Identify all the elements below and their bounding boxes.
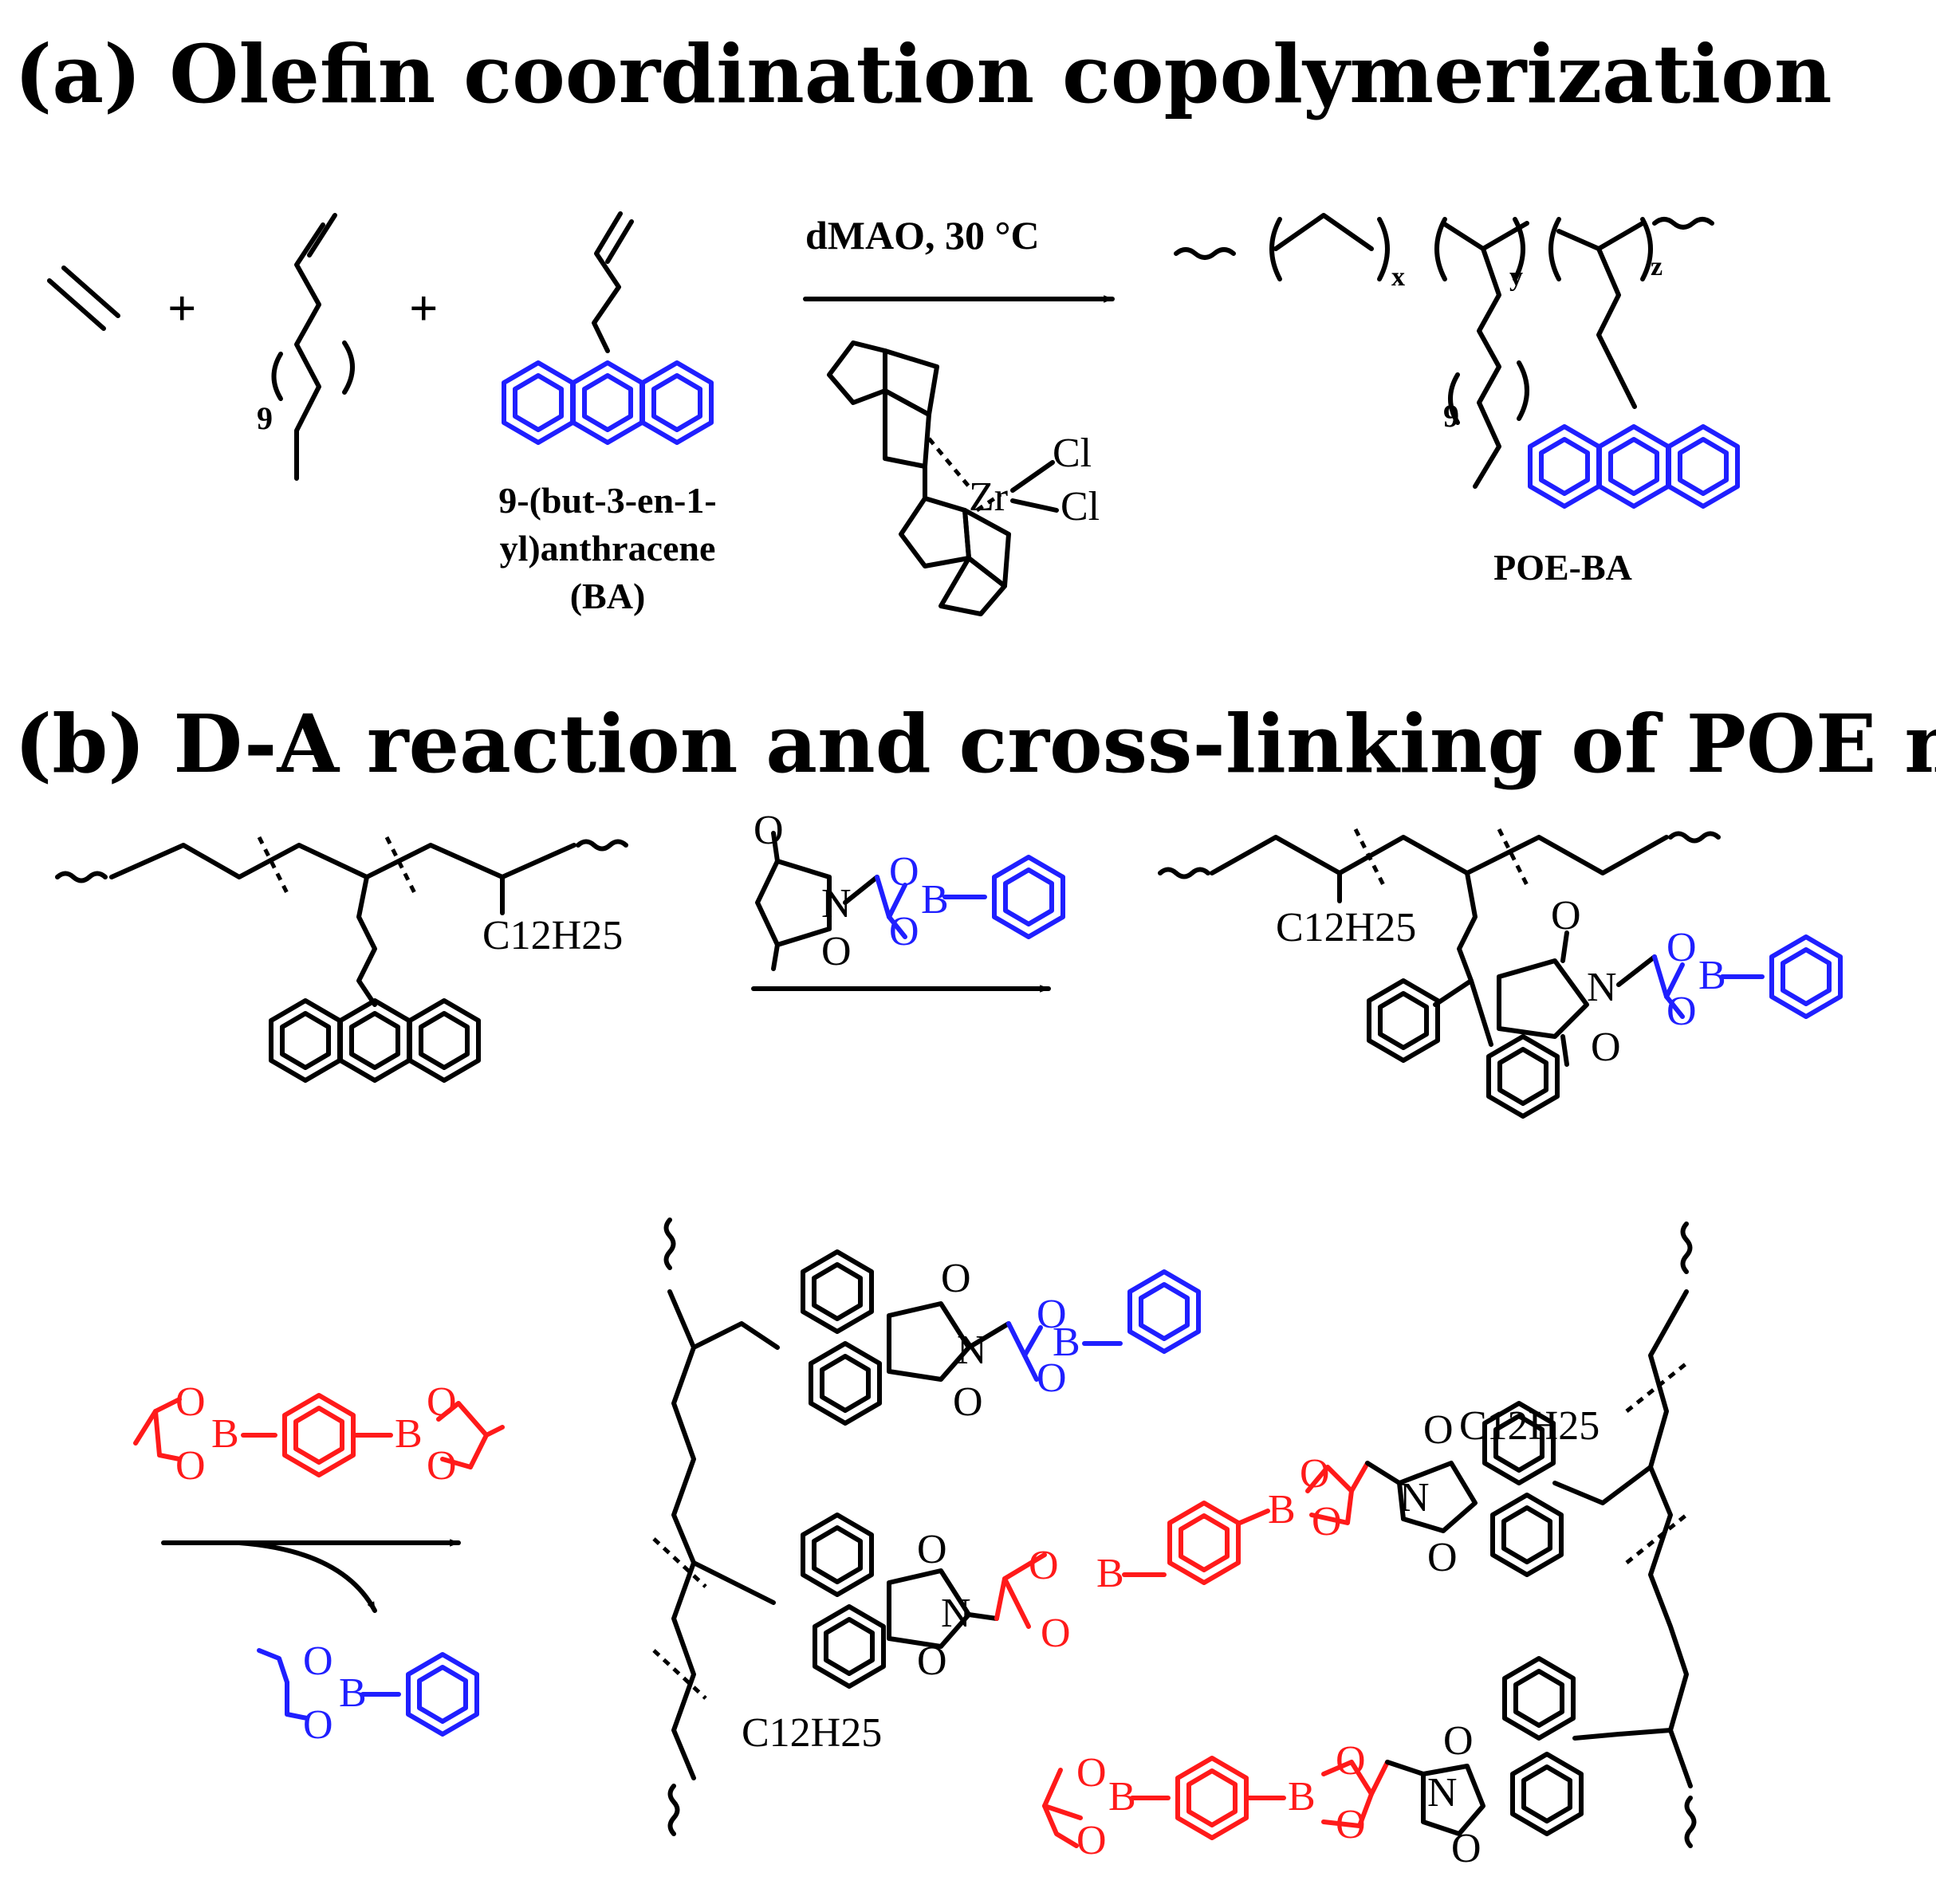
network-o-8: O xyxy=(917,1638,947,1684)
reaction-conditions: dMAO, 30 °C xyxy=(805,213,1040,258)
network-o-9: O xyxy=(1029,1543,1059,1588)
panel-a-title: (a) Olefin coordination copolymerization xyxy=(14,27,1832,121)
maleimide-boronate-reagent xyxy=(755,831,1063,971)
dodecene-monomer xyxy=(271,213,355,481)
ba-name-line2: yl)anthracene xyxy=(500,528,716,568)
reagent-n: N xyxy=(821,881,852,926)
catalyst-cl-label-1: Cl xyxy=(1053,431,1092,476)
crosslinker-b-2: B xyxy=(395,1411,423,1457)
network-o-2: O xyxy=(953,1379,983,1425)
network-n-1: N xyxy=(957,1328,987,1373)
network-o-15: O xyxy=(1336,1738,1366,1784)
network-o-3: O xyxy=(1037,1292,1067,1337)
alkyl-label-4: C12H25 xyxy=(742,1710,882,1756)
poe-ba-product xyxy=(1174,213,1737,506)
zirconocene-catalyst xyxy=(827,340,1059,616)
adduct-o-1: O xyxy=(1551,893,1581,938)
released-phenylboronate xyxy=(257,1648,477,1734)
network-o-6: O xyxy=(1427,1535,1458,1580)
panel-b-title: (b) D-A reaction and cross-linking of PO… xyxy=(14,697,1936,791)
crosslinker-o-3: O xyxy=(427,1379,457,1425)
byproduct-b: B xyxy=(339,1670,367,1716)
network-o-4: O xyxy=(1037,1355,1067,1401)
network-o-1: O xyxy=(941,1256,971,1301)
dodecene-repeat-label: 9 xyxy=(257,400,273,436)
network-o-12: O xyxy=(1312,1499,1342,1544)
ba-name-line1: 9-(but-3-en-1- xyxy=(498,480,716,521)
network-n-2: N xyxy=(1399,1475,1430,1520)
network-b-3: B xyxy=(1268,1487,1296,1532)
alkyl-label-1: C12H25 xyxy=(482,913,623,958)
poe-ba-chain xyxy=(55,836,628,1080)
network-b-1: B xyxy=(1053,1320,1080,1365)
bis-boronate-crosslinker xyxy=(133,1395,505,1475)
plus-sign-2: + xyxy=(409,280,438,336)
network-n-3: N xyxy=(941,1591,971,1636)
network-o-16: O xyxy=(1336,1802,1366,1847)
reagent-b: B xyxy=(921,877,949,922)
adduct-n: N xyxy=(1587,965,1617,1010)
network-o-7: O xyxy=(917,1527,947,1572)
network-o-11: O xyxy=(1300,1451,1330,1497)
product-name: POE-BA xyxy=(1493,547,1632,588)
crosslinker-o-1: O xyxy=(175,1379,206,1425)
da-adduct-product xyxy=(1158,828,1840,1116)
network-o-13: O xyxy=(1076,1750,1107,1796)
network-n-4: N xyxy=(1427,1770,1458,1815)
crosslinker-o-4: O xyxy=(427,1443,457,1489)
reagent-o-2: O xyxy=(821,929,852,974)
crosslinked-network xyxy=(652,1218,1697,1848)
catalyst-zr-label: Zr xyxy=(969,474,1008,520)
reagent-o-3: O xyxy=(889,849,919,895)
alkyl-label-2: C12H25 xyxy=(1276,905,1416,950)
subscript-x: x xyxy=(1391,262,1405,292)
adduct-o-3: O xyxy=(1666,925,1697,970)
crosslinker-o-2: O xyxy=(175,1443,206,1489)
network-b-4: B xyxy=(1108,1774,1136,1819)
product-repeat-label: 9 xyxy=(1443,398,1459,434)
ethylene-monomer xyxy=(47,266,120,331)
network-b-5: B xyxy=(1288,1774,1316,1819)
plus-sign-1: + xyxy=(167,280,196,336)
crosslinker-b-1: B xyxy=(211,1411,239,1457)
subscript-z: z xyxy=(1651,252,1663,281)
alkyl-label-3: C12H25 xyxy=(1459,1403,1600,1449)
network-o-5: O xyxy=(1423,1407,1454,1453)
ba-monomer xyxy=(504,211,711,443)
subscript-y: y xyxy=(1509,262,1523,292)
network-o-14: O xyxy=(1076,1818,1107,1863)
catalyst-cl-label-2: Cl xyxy=(1060,484,1100,529)
byproduct-o-1: O xyxy=(303,1638,333,1684)
reagent-o-4: O xyxy=(889,909,919,954)
ba-name-line3: (BA) xyxy=(570,576,646,616)
byproduct-arrow xyxy=(237,1540,377,1613)
byproduct-o-2: O xyxy=(303,1702,333,1748)
network-o-18: O xyxy=(1451,1826,1482,1871)
adduct-o-4: O xyxy=(1666,989,1697,1034)
network-b-2: B xyxy=(1096,1551,1124,1596)
reagent-o-1: O xyxy=(754,808,784,853)
adduct-o-2: O xyxy=(1591,1025,1621,1070)
adduct-b: B xyxy=(1698,953,1726,998)
network-o-17: O xyxy=(1443,1718,1474,1764)
network-o-10: O xyxy=(1041,1611,1071,1656)
